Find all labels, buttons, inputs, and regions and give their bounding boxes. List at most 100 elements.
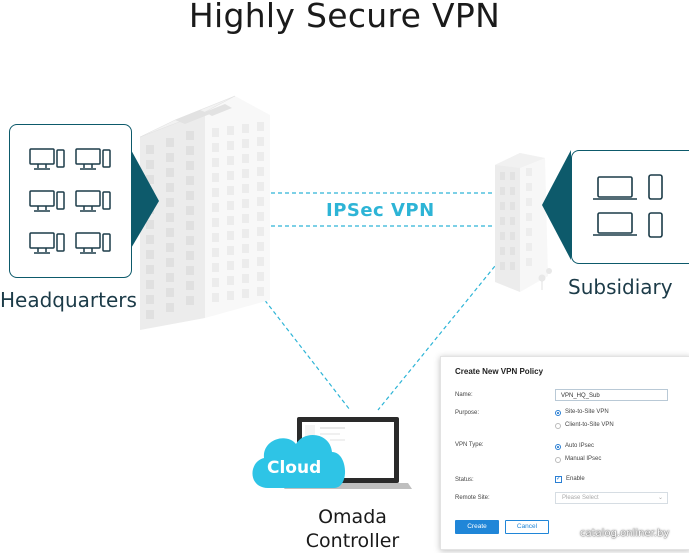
building-window [242, 124, 249, 133]
building-window [212, 218, 219, 227]
building-window [146, 220, 154, 229]
building-window [146, 235, 154, 244]
name-input[interactable]: VPN_HQ_Sub [555, 389, 668, 401]
vpn-type-auto-radio[interactable] [555, 444, 561, 450]
building-window [186, 221, 194, 230]
create-button[interactable]: Create [455, 520, 499, 534]
remote-site-select[interactable]: Please Select ⌄ [555, 492, 668, 504]
purpose-site-to-site-radio[interactable] [555, 410, 561, 416]
building-window [186, 236, 194, 245]
page-title: Highly Secure VPN [188, 0, 501, 35]
building-window [146, 280, 154, 289]
building-window [212, 173, 219, 182]
desktop-icon [29, 190, 65, 212]
building-window [257, 122, 264, 131]
building-window [500, 247, 505, 255]
building-window [257, 167, 264, 176]
create-vpn-policy-dialog: Create New VPN Policy Name: VPN_HQ_Sub P… [440, 356, 689, 550]
vpn-type-auto-label: Auto IPsec [565, 443, 595, 449]
subsidiary-devices [593, 174, 663, 238]
building-window [227, 276, 234, 285]
building-window [186, 176, 194, 185]
dialog-title: Create New VPN Policy [455, 367, 544, 376]
cloud-label: Cloud [267, 458, 322, 478]
building-window [166, 258, 174, 267]
building-window [242, 214, 249, 223]
headquarters-devices [29, 148, 111, 254]
building-window [212, 248, 219, 257]
desktop-icon [29, 232, 65, 254]
building-window [500, 172, 505, 180]
cloud-icon [252, 434, 346, 488]
building-window [227, 291, 234, 300]
building-window [146, 160, 154, 169]
building-window [257, 152, 264, 161]
building-window [242, 184, 249, 193]
building-window [526, 243, 532, 251]
remote-site-label: Remote Site: [455, 495, 490, 501]
building-window [227, 126, 234, 135]
building-window [257, 137, 264, 146]
building-window [227, 171, 234, 180]
building-window [242, 244, 249, 253]
vpn-type-manual-radio[interactable] [555, 457, 561, 463]
building-window [186, 281, 194, 290]
building-window [242, 274, 249, 283]
headquarters-label: Headquarters [0, 288, 137, 312]
building-window [242, 169, 249, 178]
building-window [166, 213, 174, 222]
building-window [242, 154, 249, 163]
subsidiary-panel-arrow [542, 150, 571, 260]
building-window [242, 199, 249, 208]
building-window [166, 243, 174, 252]
building-window [500, 262, 505, 270]
building-window [146, 310, 154, 319]
building-window [212, 278, 219, 287]
purpose-client-to-site-radio[interactable] [555, 423, 561, 429]
sub-controller-link [377, 249, 509, 411]
building-window [257, 227, 264, 236]
building-window [227, 246, 234, 255]
building-window [186, 296, 194, 305]
building-window [526, 228, 532, 236]
status-enable-checkbox[interactable]: ✓ [555, 476, 562, 483]
subsidiary-label: Subsidiary [568, 275, 673, 299]
building-window [146, 265, 154, 274]
building-window [146, 250, 154, 259]
building-window [166, 138, 174, 147]
building-window [510, 232, 515, 240]
headquarters-building [139, 95, 270, 330]
building-window [186, 251, 194, 260]
building-window [257, 197, 264, 206]
building-window [510, 172, 515, 180]
building-window [526, 198, 532, 206]
purpose-label: Purpose: [455, 410, 480, 416]
building-window [257, 242, 264, 251]
building-window [186, 266, 194, 275]
building-window [212, 188, 219, 197]
building-window [212, 128, 219, 137]
purpose-site-to-site-label: Site-to-Site VPN [565, 409, 609, 415]
building-window [227, 141, 234, 150]
building-window [186, 191, 194, 200]
building-window [500, 187, 505, 195]
building-window [500, 202, 505, 210]
desktop-icon [75, 232, 111, 254]
building-window [227, 231, 234, 240]
building-window [510, 217, 515, 225]
remote-site-placeholder: Please Select [562, 495, 599, 501]
building-window [227, 216, 234, 225]
building-window [186, 146, 194, 155]
building-window [166, 288, 174, 297]
cancel-button[interactable]: Cancel [505, 520, 549, 534]
building-window [257, 287, 264, 296]
building-window [500, 232, 505, 240]
phone-icon [648, 174, 663, 238]
building-window [212, 233, 219, 242]
purpose-client-to-site-label: Client-to-Site VPN [565, 422, 614, 428]
building-window [227, 186, 234, 195]
subsidiary-panel [571, 150, 689, 264]
building-window [166, 168, 174, 177]
watermark: catalog.onliner.by [580, 528, 670, 539]
